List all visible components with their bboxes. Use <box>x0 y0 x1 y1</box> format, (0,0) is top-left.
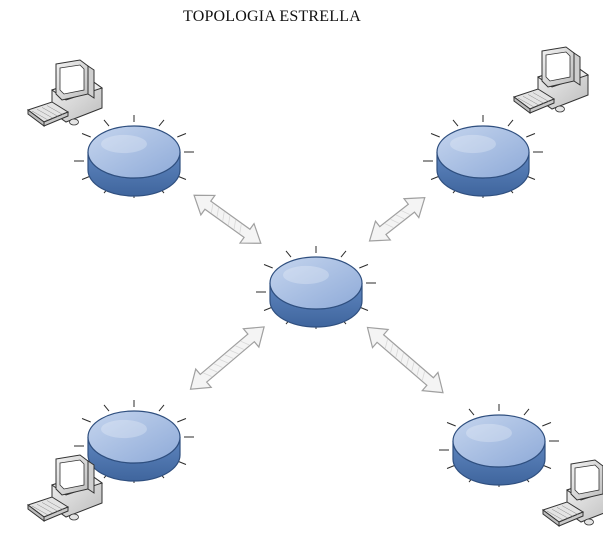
desktop-computer-icon <box>26 454 104 522</box>
link-arrow-bottom-right <box>366 326 444 394</box>
link-arrow-top-left <box>193 194 262 244</box>
network-hub-icon <box>439 404 559 487</box>
network-hub-icon <box>423 115 543 198</box>
desktop-computer-icon <box>26 59 104 127</box>
network-hub-icon <box>74 400 194 483</box>
network-hub-icon <box>74 115 194 198</box>
desktop-computer-icon <box>512 46 590 114</box>
desktop-computer-icon <box>541 459 603 527</box>
link-arrow-bottom-left <box>189 326 265 390</box>
link-arrow-top-right <box>368 197 426 242</box>
diagram-title: TOPOLOGIA ESTRELLA <box>183 8 361 25</box>
network-hub-icon <box>256 246 376 329</box>
